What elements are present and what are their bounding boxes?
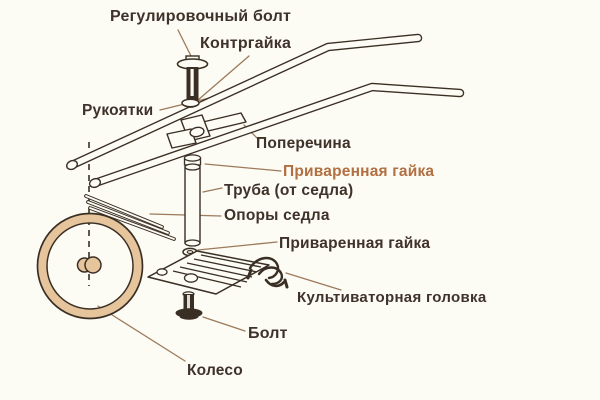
label-locknut: Контргайка: [200, 35, 292, 52]
handles-part: [66, 33, 465, 189]
tube-part: [184, 163, 201, 247]
leader-lines: [97, 29, 342, 362]
wheel-part: [36, 212, 144, 320]
saddle-supports-part: [84, 194, 176, 241]
label-welded-nut-top: Приваренная гайка: [283, 163, 435, 180]
label-welded-nut-bottom: Приваренная гайка: [279, 235, 431, 252]
label-saddle-supports: Опоры седла: [224, 207, 330, 224]
leader-welded-nut-top: [204, 163, 282, 172]
leader-welded-nut-bottom: [197, 241, 278, 251]
leader-adjusting-bolt: [177, 29, 193, 59]
leader-locknut: [197, 55, 250, 101]
adjusting-bolt-part: [176, 55, 209, 100]
welded-nut-top-part: [183, 154, 202, 166]
leader-wheel: [97, 305, 186, 362]
cultivator-head-part: [147, 250, 289, 295]
crossbar-part: [166, 112, 247, 149]
leader-tube: [202, 187, 223, 193]
label-tube: Труба (от седла): [224, 182, 354, 199]
leader-bolt: [202, 316, 246, 332]
label-handles: Рукоятки: [82, 102, 154, 119]
cultivator-claws: [246, 256, 289, 289]
locknut-part: [181, 98, 200, 108]
handle-tube-open-end: [88, 177, 102, 189]
leader-cultivator-head: [285, 272, 342, 291]
label-wheel: Колесо: [187, 362, 243, 379]
label-bolt: Болт: [248, 325, 288, 342]
bolt-part: [175, 291, 203, 320]
label-cultivator-head: Культиваторная головка: [297, 289, 487, 306]
wheel-hub: [76, 256, 102, 274]
label-crossbar: Поперечина: [256, 135, 351, 152]
handle-tube-open-end: [66, 159, 78, 171]
label-adjusting-bolt: Регулировочный болт: [110, 8, 292, 25]
